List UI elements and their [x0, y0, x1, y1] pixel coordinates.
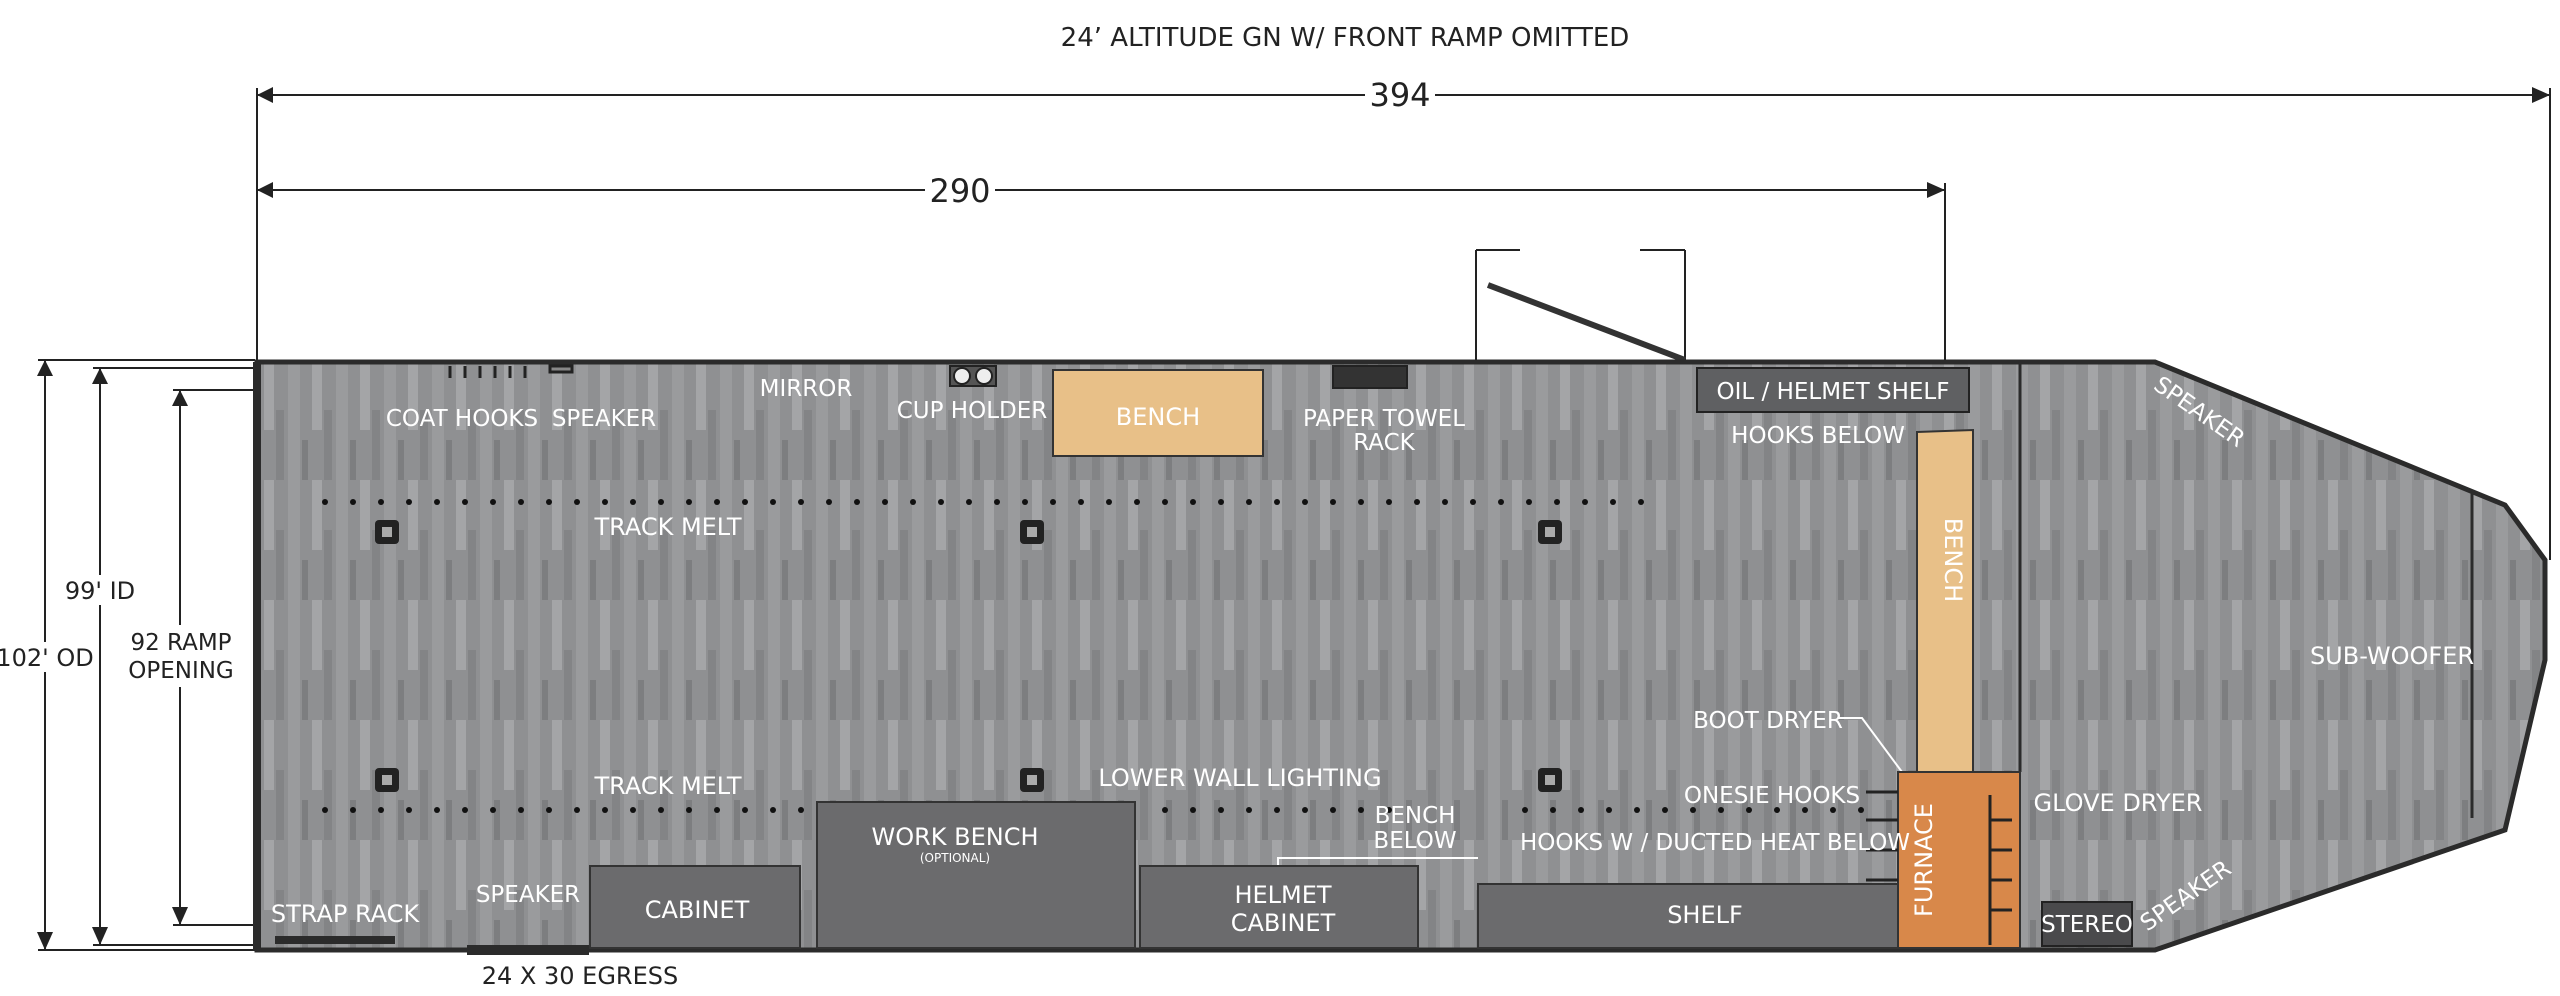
helmet-cabinet-line2: CABINET [1231, 909, 1336, 937]
overall-length-value: 394 [1369, 76, 1430, 114]
bench-vertical-label: BENCH [1939, 518, 1967, 602]
ramp-opening-line1: 92 RAMP [130, 630, 231, 656]
bench-below-line2: BELOW [1373, 828, 1456, 854]
boot-dryer-label: BOOT DRYER [1693, 708, 1843, 734]
square-button-icon [1538, 520, 1562, 544]
stereo [2041, 901, 2133, 947]
furnace [1897, 771, 2021, 949]
stereo-label: STEREO [2041, 912, 2133, 938]
glove-dryer-label: GLOVE DRYER [2034, 789, 2203, 817]
egress-window [467, 945, 589, 955]
shelf-label: SHELF [1667, 901, 1743, 929]
bench-top [1052, 369, 1264, 457]
diagram-title: 24’ ALTITUDE GN W/ FRONT RAMP OMITTED [1061, 23, 1630, 53]
cup-holder-label: CUP HOLDER [897, 398, 1048, 424]
door-swing-indicator [1475, 249, 1687, 363]
strap-rack-label: STRAP RACK [271, 900, 421, 928]
sub-woofer-label: SUB-WOOFER [2310, 642, 2474, 670]
oil-helmet-shelf-label: OIL / HELMET SHELF [1717, 379, 1950, 405]
bench-top-label: BENCH [1116, 403, 1200, 431]
inner-width-label: 99' ID [65, 577, 135, 605]
square-button-icon [1020, 768, 1044, 792]
hooks-ducted-heat-label: HOOKS W / DUCTED HEAT BELOW [1520, 830, 1910, 856]
square-button-icon [1538, 768, 1562, 792]
boot-dryer-leader [1838, 717, 1903, 773]
ramp-opening-line2: OPENING [128, 658, 234, 684]
coat-hooks [448, 364, 574, 378]
paper-towel-rack [1332, 365, 1408, 389]
work-bench-label: WORK BENCH [871, 823, 1038, 851]
inner-width-dimension: 99' ID [60, 367, 255, 946]
work-bench [816, 801, 1136, 949]
track-melt-top-label: TRACK MELT [593, 513, 741, 541]
square-button-icon [375, 768, 399, 792]
coat-hooks-label: COAT HOOKS [386, 406, 538, 432]
cup-holder-icon [949, 365, 997, 387]
bench-below-line1: BENCH [1375, 803, 1456, 829]
outer-width-label: 102' OD [0, 644, 94, 672]
square-button-icon [375, 520, 399, 544]
egress-label: 24 X 30 EGRESS [482, 962, 678, 990]
square-button-icon [1020, 520, 1044, 544]
helmet-cabinet [1139, 865, 1419, 949]
outer-width-dimension: 102' OD [0, 359, 255, 951]
partial-length-dimension: 290 [257, 172, 1946, 362]
onesie-hooks-label: ONESIE HOOKS [1684, 783, 1860, 809]
track-melt-dots-bottom [322, 807, 1864, 813]
track-melt-bottom-label: TRACK MELT [593, 772, 741, 800]
cabinet-label: CABINET [645, 896, 750, 924]
speaker-bottom-label: SPEAKER [476, 882, 580, 908]
lower-wall-lighting-label: LOWER WALL LIGHTING [1098, 764, 1381, 792]
hooks-below-label: HOOKS BELOW [1731, 423, 1905, 449]
shelf [1477, 883, 1899, 949]
paper-towel-label-line1: PAPER TOWEL [1303, 406, 1465, 432]
furnace-label: FURNACE [1910, 803, 1938, 917]
ramp-opening-dimension: 92 RAMP OPENING [128, 389, 255, 926]
partial-length-value: 290 [929, 172, 990, 210]
track-melt-dots-top [322, 499, 1644, 505]
work-bench-note: (OPTIONAL) [920, 851, 990, 865]
oil-helmet-shelf [1696, 367, 1970, 413]
speaker-top-label: SPEAKER [552, 406, 656, 432]
strap-rack [275, 936, 395, 944]
helmet-cabinet-line1: HELMET [1234, 881, 1331, 909]
overall-length-dimension: 394 [256, 76, 2551, 560]
paper-towel-label-line2: RACK [1353, 430, 1415, 456]
cabinet [589, 865, 801, 949]
mirror-label: MIRROR [760, 376, 853, 402]
